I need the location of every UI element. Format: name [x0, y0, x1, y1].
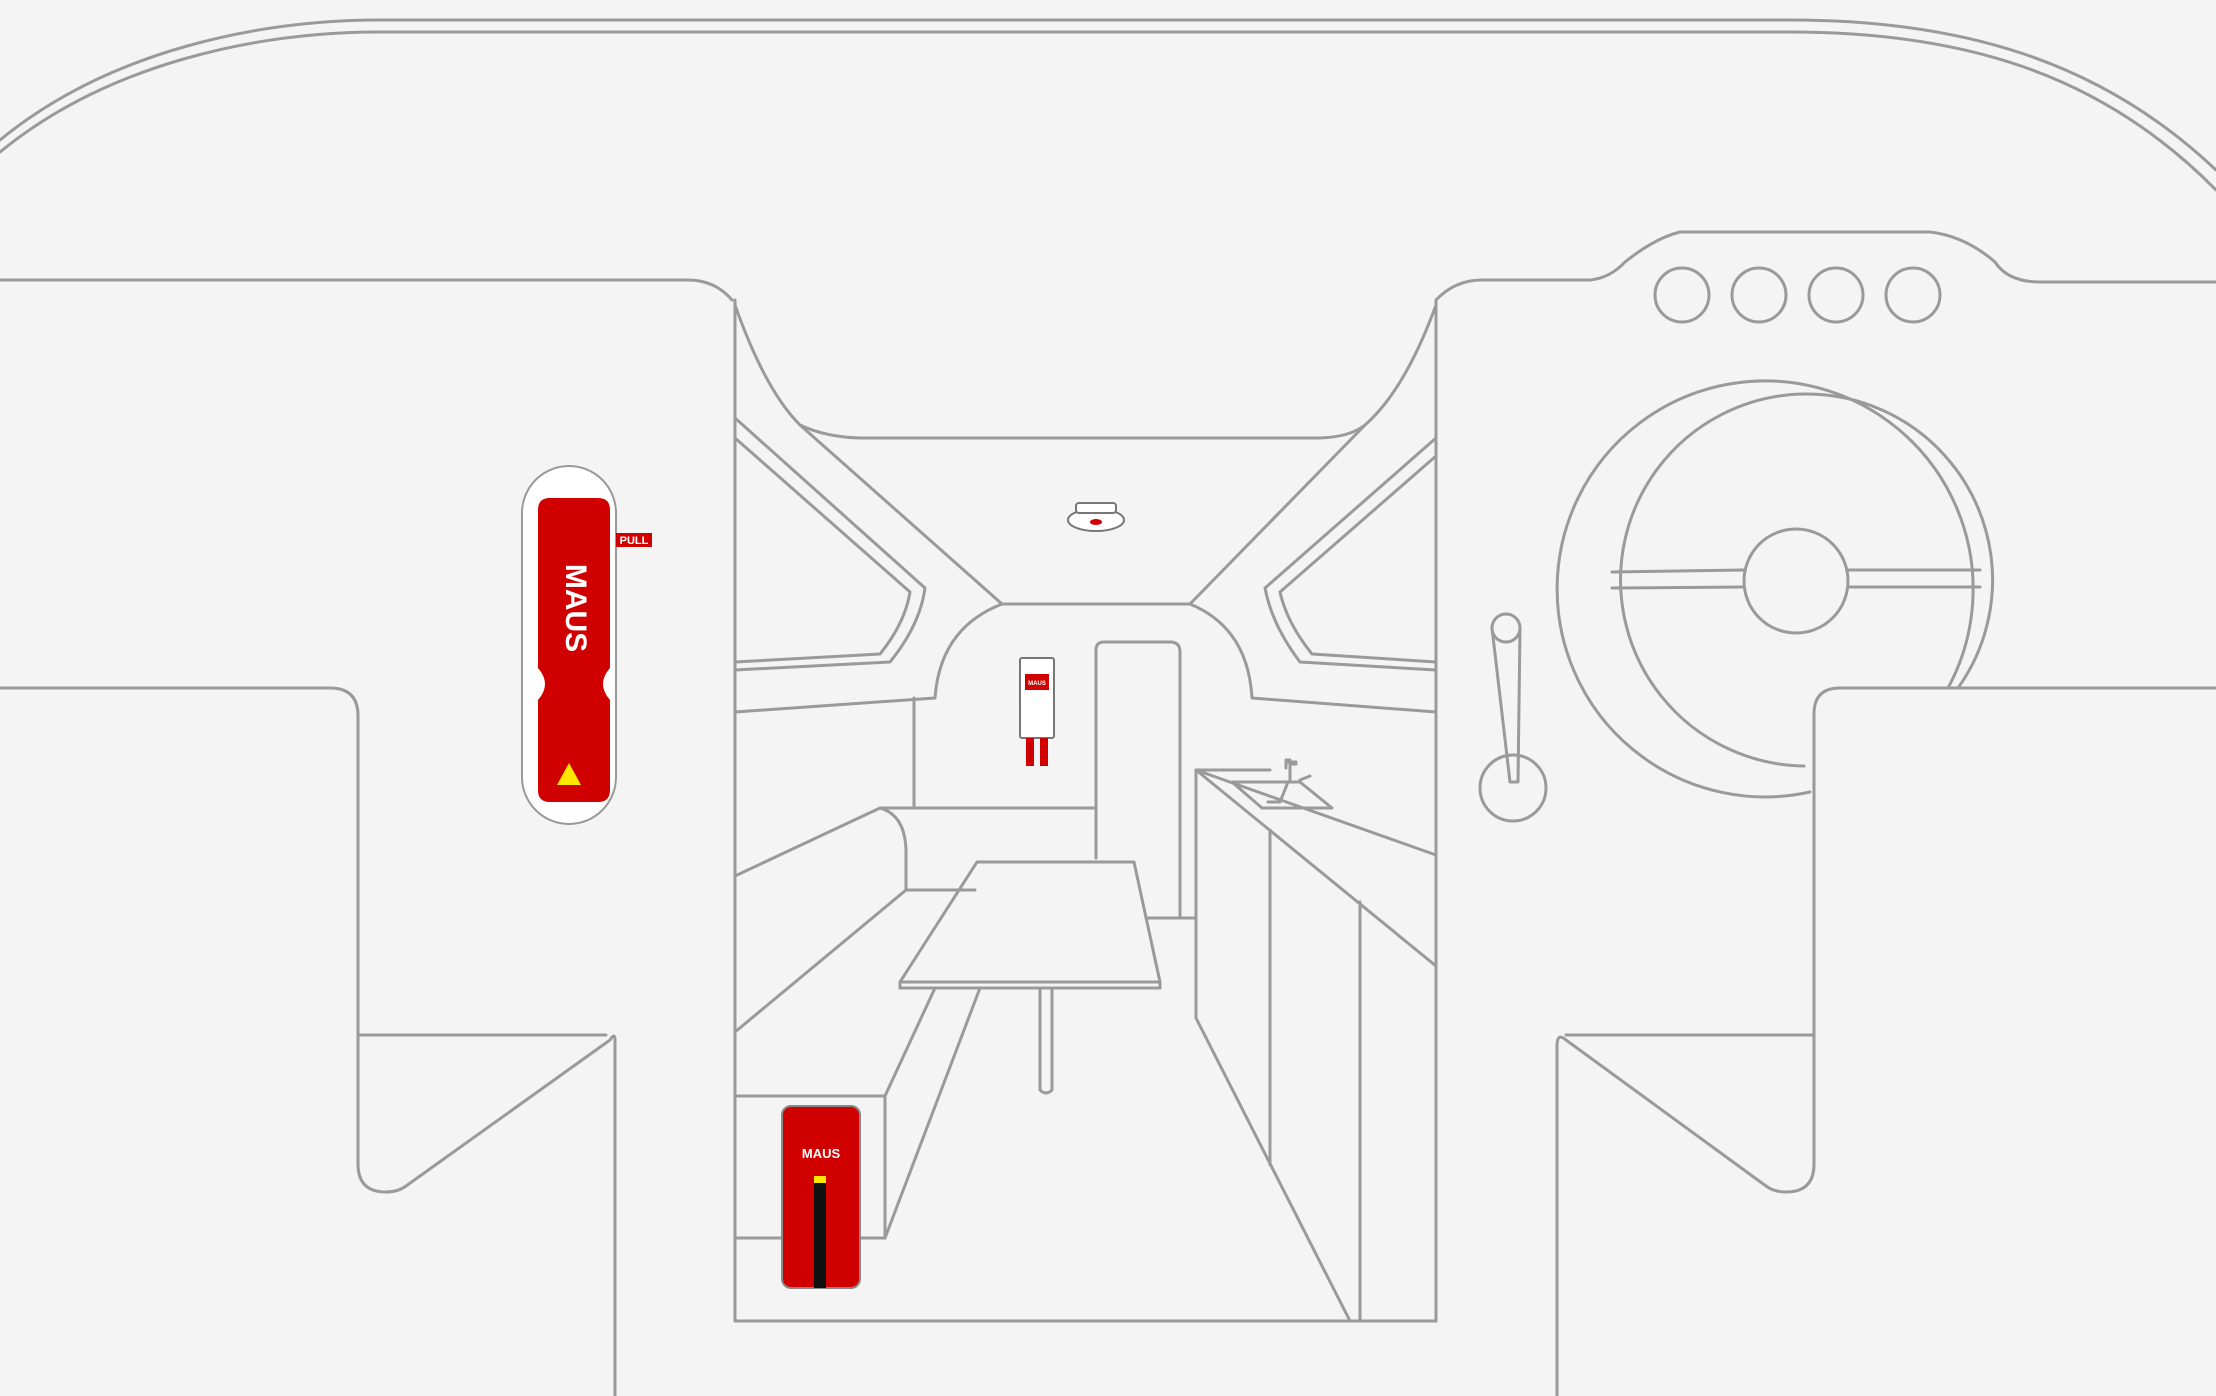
cabin-interior [733, 298, 1438, 1323]
handheld-extinguisher[interactable]: MAUS PULL [521, 465, 652, 825]
floor-unit-brand-label: MAUS [802, 1146, 841, 1161]
warning-triangle-icon [557, 763, 581, 785]
handheld-extinguisher-body [538, 498, 610, 802]
throttle-lever [1478, 612, 1548, 823]
pull-tag[interactable]: PULL [616, 533, 652, 547]
smoke-detector-icon [1067, 502, 1125, 532]
left-seat-structure [0, 278, 734, 1396]
steering-wheel [1555, 379, 1995, 799]
right-seat-structure [1434, 230, 2216, 1396]
floor-unit-yellow-indicator [814, 1176, 826, 1183]
dashboard-gauges [1653, 266, 1942, 324]
pull-tag-label: PULL [620, 535, 649, 547]
floor-unit-black-strip [814, 1183, 826, 1288]
handheld-brand-label: MAUS [559, 564, 592, 652]
roof-outline [0, 18, 2216, 192]
floor-extinguisher[interactable]: MAUS [781, 1105, 861, 1289]
wall-fire-blanket: MAUS [1019, 657, 1055, 766]
wall-unit-brand-label: MAUS [1028, 681, 1046, 687]
